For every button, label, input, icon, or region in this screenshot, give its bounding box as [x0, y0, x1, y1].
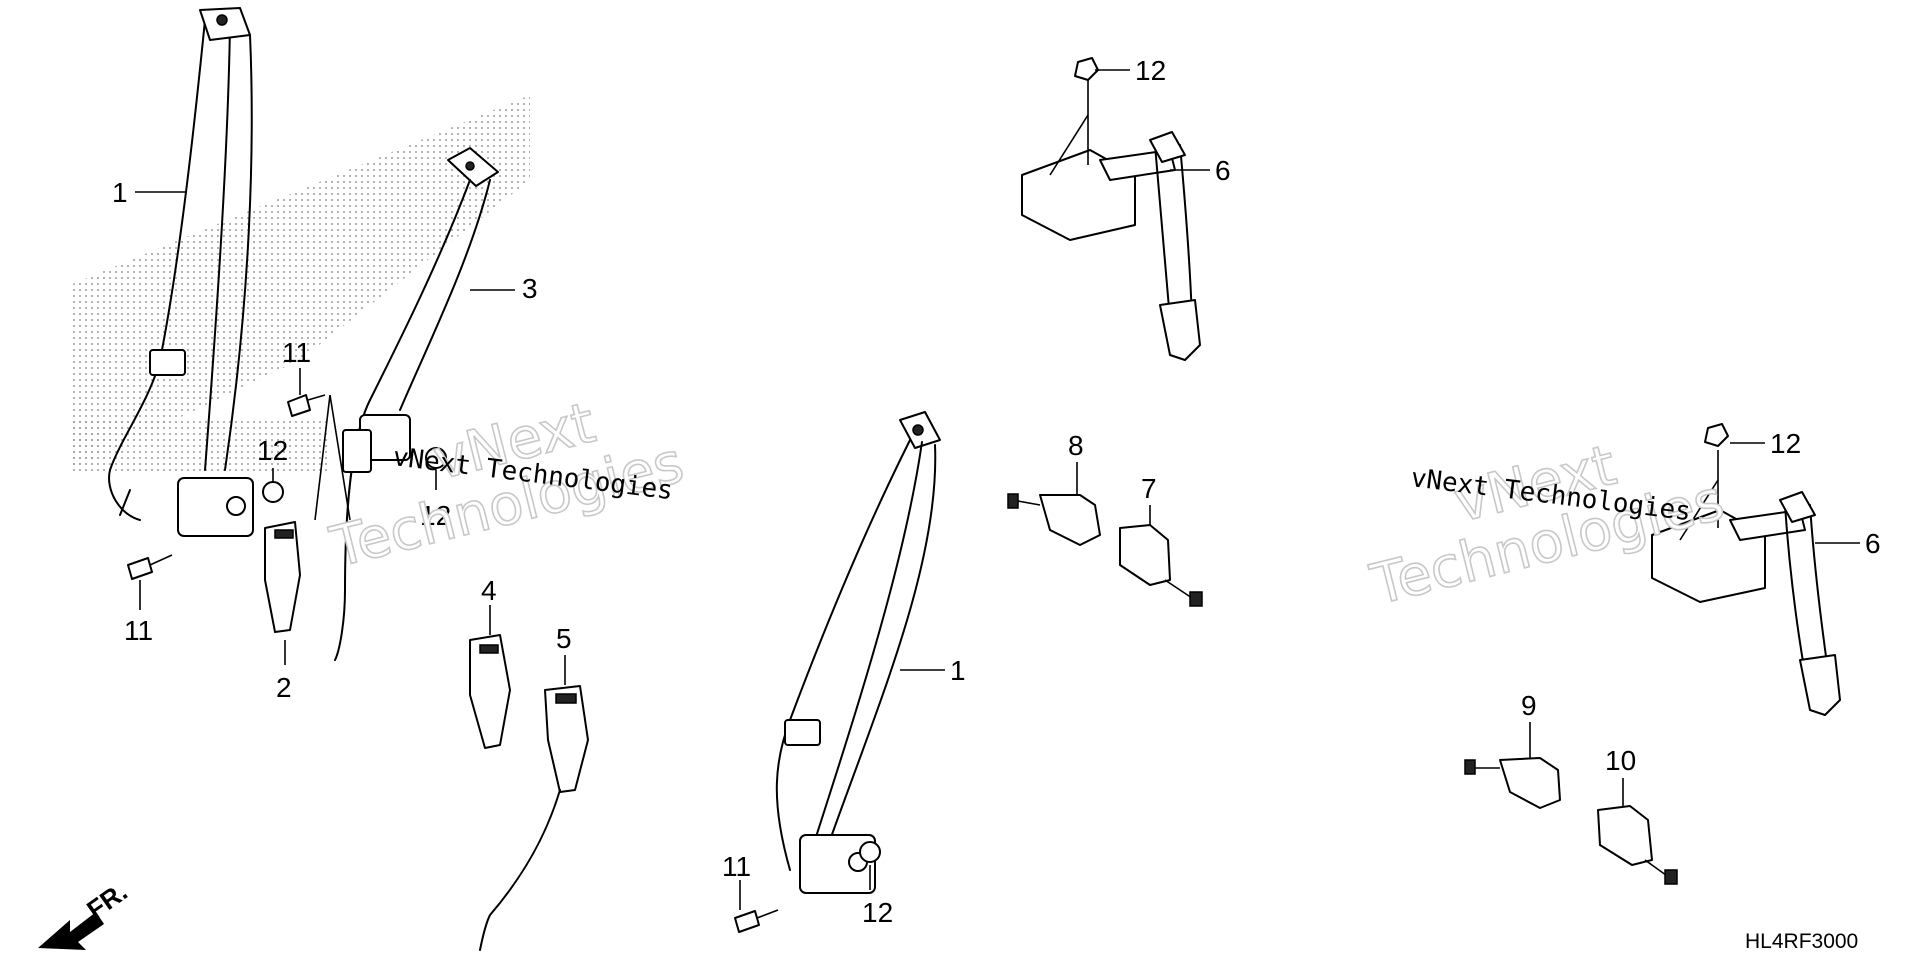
bolt-11-upper-left	[287, 394, 326, 417]
nut-12-top	[1074, 57, 1099, 81]
callout-9: 9	[1521, 690, 1537, 721]
seat-belt-assembly-left	[108, 7, 254, 537]
buckle-4	[469, 634, 511, 749]
buckle-9	[1464, 757, 1561, 809]
bolt-11-center	[734, 909, 779, 933]
callout-12-right: 12	[1770, 428, 1801, 459]
seat-belt-assembly-center	[775, 411, 941, 894]
nut-12-left	[262, 481, 284, 503]
leader-lines	[135, 69, 1860, 910]
callout-11-lower-left: 11	[124, 615, 153, 646]
callout-1-center: 1	[950, 655, 966, 686]
part-code: HL4RF3000	[1745, 930, 1858, 953]
callout-2: 2	[276, 672, 292, 703]
front-direction-arrow: FR.	[38, 876, 133, 950]
callout-12-center: 12	[862, 897, 893, 928]
buckle-5	[479, 685, 589, 951]
callout-12-center-left: 12	[420, 500, 451, 531]
seat-back-shading	[70, 95, 530, 470]
callout-10: 10	[1605, 745, 1636, 776]
seat-belt-assembly-center-left	[334, 147, 499, 661]
callout-8: 8	[1068, 430, 1084, 461]
retractor-center	[799, 834, 876, 894]
nut-12-right	[1704, 423, 1729, 447]
callout-7: 7	[1141, 473, 1157, 504]
bolt-11-lower-left	[127, 554, 173, 580]
nut-12-center	[859, 841, 881, 863]
buckle-2	[264, 521, 301, 633]
buckle-8	[1007, 493, 1101, 546]
callout-11-upper-left: 11	[282, 337, 311, 368]
callout-6-top: 6	[1215, 155, 1231, 186]
retractor-left	[177, 477, 254, 537]
callout-4: 4	[481, 575, 497, 606]
callout-12-left: 12	[257, 435, 288, 466]
seat-cushion-shading	[70, 420, 330, 475]
callout-3: 3	[522, 273, 538, 304]
callout-11-center: 11	[722, 851, 751, 882]
buckle-10	[1597, 805, 1678, 885]
rear-belt-retractor-top	[1021, 131, 1201, 361]
buckle-7	[1119, 524, 1203, 607]
callout-6-right: 6	[1865, 528, 1881, 559]
callout-12-top: 12	[1135, 55, 1166, 86]
rear-belt-retractor-right	[1651, 491, 1841, 716]
callout-5: 5	[556, 623, 572, 654]
callout-1-left: 1	[112, 177, 128, 208]
nut-12-center-left	[425, 447, 447, 469]
